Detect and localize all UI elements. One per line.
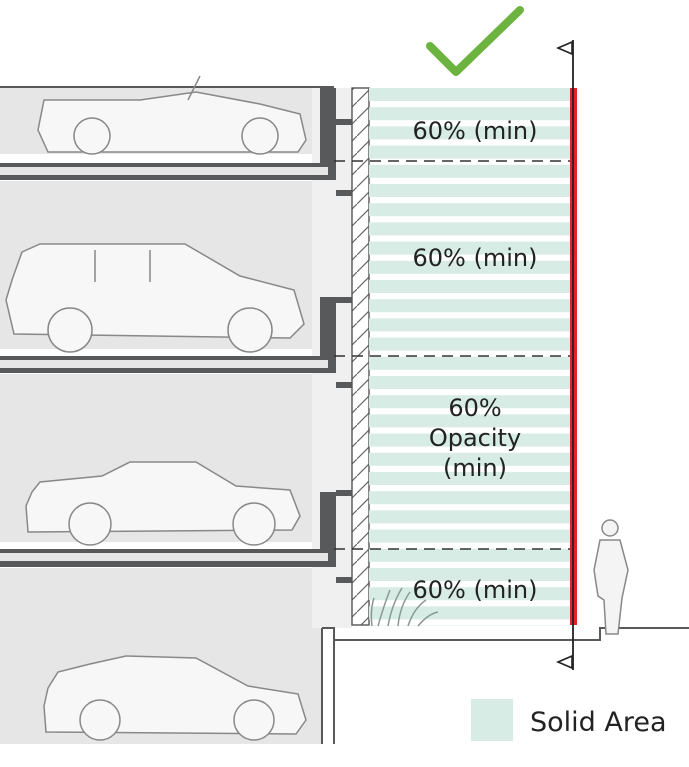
solid-area-stripe [369,337,570,351]
screen-anchors [336,119,352,583]
solid-area-stripe [369,356,570,370]
solid-area-stripe [369,414,570,428]
solid-area-stripe [369,548,570,562]
check-icon [426,6,524,76]
level-marker-icon [555,40,573,56]
floor-labels: 60% (min) 60% (min) 60% Opacity (min) 60… [413,117,538,604]
solid-area-stripe [369,145,570,159]
solid-area-stripe [369,164,570,178]
floor-3-label-line-1: 60% [448,394,501,422]
top-slab-line [0,86,334,88]
solid-area-stripe [369,299,570,313]
floor-2-label: 60% (min) [413,244,538,272]
floor-1-label: 60% (min) [413,117,538,145]
solid-area-stripe [369,107,570,121]
solid-area-stripe [369,318,570,332]
solid-area-stripe [369,203,570,217]
solid-area-stripe [369,568,570,581]
solid-area-stripe [369,452,570,466]
car-compact [43,655,307,741]
solid-area-stripe [369,376,570,389]
floor-4-label: 60% (min) [413,576,538,604]
solid-area-stripe [369,606,570,620]
solid-area-stripe [369,260,570,274]
legend-swatch [471,699,513,741]
solid-area-stripe [369,88,570,101]
solid-area-stripe [369,184,570,197]
level-marker-icon [555,654,573,670]
solid-area-stripe [369,126,570,140]
plant-icon [370,587,439,627]
solid-area-stripe [369,587,570,601]
floor-3-label-line-3: (min) [443,454,507,482]
car-suv [5,243,305,353]
floor-dividers [334,160,573,550]
floor-3-label-line-2: Opacity [429,424,521,452]
legend: Solid Area [471,699,667,741]
solid-area-stripe [369,491,570,505]
person-silhouette-icon [593,519,629,635]
slab-inner-lines [0,167,328,561]
parking-floors [0,88,352,744]
car-convertible [37,75,307,155]
solid-area-stripe [369,222,570,236]
solid-area-stripe [369,241,570,255]
solid-area-stripe [369,529,570,543]
solid-area-stripe [369,280,570,293]
solid-area-screen [369,88,570,626]
legend-label: Solid Area [530,707,667,738]
solid-area-stripe [369,433,570,447]
solid-area-stripe [369,510,570,524]
solid-area-stripe [369,395,570,409]
car-sedan [25,461,301,546]
solid-area-stripe [369,472,570,485]
